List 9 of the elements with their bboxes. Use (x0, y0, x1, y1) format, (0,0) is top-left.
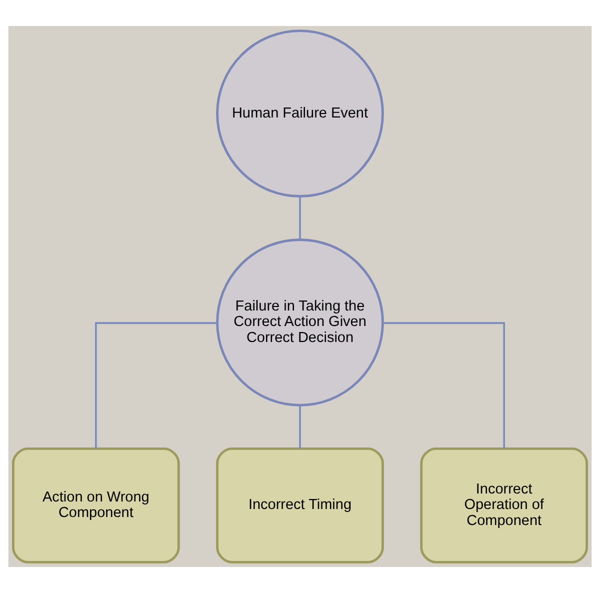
node-box: Incorrect Timing (216, 446, 384, 563)
node-circle: Human Failure Event (216, 29, 384, 197)
node-box: Incorrect Operation of Component (420, 446, 588, 563)
node-box: Action on Wrong Component (12, 446, 180, 563)
connector (299, 196, 301, 240)
connector (299, 404, 301, 448)
connector (383, 322, 505, 448)
connector (95, 322, 217, 448)
node-circle: Failure in Taking the Correct Action Given Correct Decision (216, 238, 384, 406)
